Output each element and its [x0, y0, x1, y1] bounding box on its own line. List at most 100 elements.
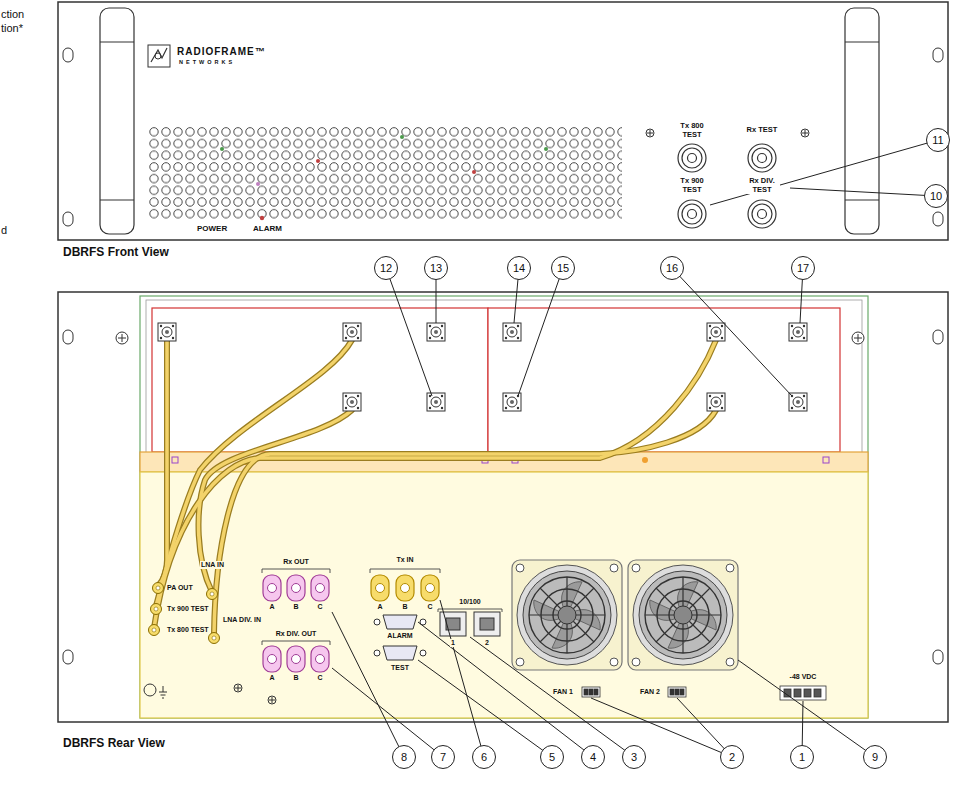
vent-grille [148, 126, 622, 220]
logo-text: NETWORKS [178, 59, 236, 65]
port-letter: C [316, 603, 323, 611]
rf-module [488, 308, 840, 452]
port-label: LNA IN [200, 561, 225, 569]
sma-bulkhead [343, 393, 361, 411]
cooling-fan [512, 560, 622, 670]
group-bracket [262, 569, 502, 645]
callout-text: 15 [557, 263, 569, 274]
callout-text: 14 [513, 263, 525, 274]
rear-panel [852, 332, 864, 344]
callout-text: 4 [590, 752, 596, 763]
leader-line [418, 622, 593, 757]
rear-panel [58, 292, 948, 722]
test-port [752, 148, 772, 168]
tx-connector [371, 575, 389, 601]
ground-symbol [144, 684, 156, 696]
port-label: FAN 1 [552, 688, 574, 696]
port-letter: A [268, 674, 275, 682]
leader-line [470, 637, 634, 757]
vent-grille [220, 147, 224, 151]
test-port [758, 154, 767, 163]
rear-panel [116, 332, 128, 344]
leader-line [518, 268, 563, 396]
vent-grille [148, 126, 622, 220]
leader-line [738, 660, 875, 757]
vent-grille [400, 135, 404, 139]
view-title: DBRFS Front View [62, 246, 170, 260]
port-letter: C [426, 603, 433, 611]
port-label: PA OUT [166, 584, 194, 592]
rear-panel [58, 292, 948, 722]
sma-connector [207, 589, 218, 600]
callout-text: 16 [666, 263, 678, 274]
db9-connector [383, 615, 417, 629]
callout-number: 8 [392, 745, 416, 769]
rear-panel [63, 650, 73, 664]
leader-line [591, 698, 732, 757]
test-port [758, 210, 767, 219]
ground-symbol [159, 686, 167, 698]
rear-panel [140, 296, 868, 718]
callout-number: 7 [431, 745, 455, 769]
callout-text: 10 [930, 191, 942, 202]
sma-bulkhead [707, 393, 725, 411]
sma-connector [209, 633, 220, 644]
leader-line [386, 268, 432, 396]
test-port [682, 204, 702, 224]
cutoff-text: tion* [0, 22, 24, 35]
callout-text: 11 [932, 135, 943, 146]
callout-number: 11 [926, 128, 950, 152]
fan-connector [670, 689, 674, 695]
sma-bulkhead [427, 393, 445, 411]
rx-connector [287, 575, 305, 601]
orange-band [642, 457, 648, 463]
fan-connector [589, 689, 593, 695]
port-label: ALARM [386, 632, 413, 640]
leader-line [332, 140, 938, 757]
ground-symbol [235, 685, 241, 691]
callout-number: 5 [540, 745, 564, 769]
fan-connector [675, 689, 679, 695]
cutoff-text: ction [0, 8, 25, 21]
rx-connector [311, 575, 329, 601]
rx-connector [287, 646, 305, 672]
orange-band [172, 457, 178, 463]
sma-bulkhead [789, 323, 807, 341]
db9-connector [383, 646, 417, 660]
rear-panel [118, 334, 126, 342]
callout-text: 12 [380, 263, 392, 274]
leader-line [710, 140, 938, 205]
group-bracket [262, 569, 330, 573]
callout-number: 16 [660, 256, 684, 280]
port-label: FAN 2 [639, 688, 661, 696]
leader-line [418, 660, 552, 757]
logo-icon [155, 53, 161, 59]
port-label: Rx OUT [282, 558, 310, 566]
rj45-port [480, 618, 494, 630]
callout-number: 10 [924, 184, 948, 208]
test-port [688, 154, 697, 163]
port-label: Tx 800 TEST [674, 122, 710, 139]
io-panel [140, 472, 868, 718]
front-panel [933, 48, 943, 62]
callout-text: 3 [631, 752, 637, 763]
io-panel [140, 472, 868, 718]
test-port [748, 200, 776, 228]
logo-icon [148, 45, 170, 67]
vent-grille [316, 159, 320, 163]
rx-connector [311, 646, 329, 672]
panel-handle [100, 42, 134, 200]
panel-screw [647, 130, 653, 136]
cooling-fan [512, 560, 738, 670]
view-title: DBRFS Rear View [62, 737, 166, 751]
rj45-port [474, 612, 500, 636]
panel-screw [802, 130, 808, 136]
sma-connector [149, 583, 220, 644]
power-connector [780, 686, 826, 700]
callout-text: 9 [872, 752, 878, 763]
test-port [752, 204, 772, 224]
port-letter: A [268, 603, 275, 611]
callout-text: 2 [729, 752, 735, 763]
vent-grille [256, 182, 260, 186]
